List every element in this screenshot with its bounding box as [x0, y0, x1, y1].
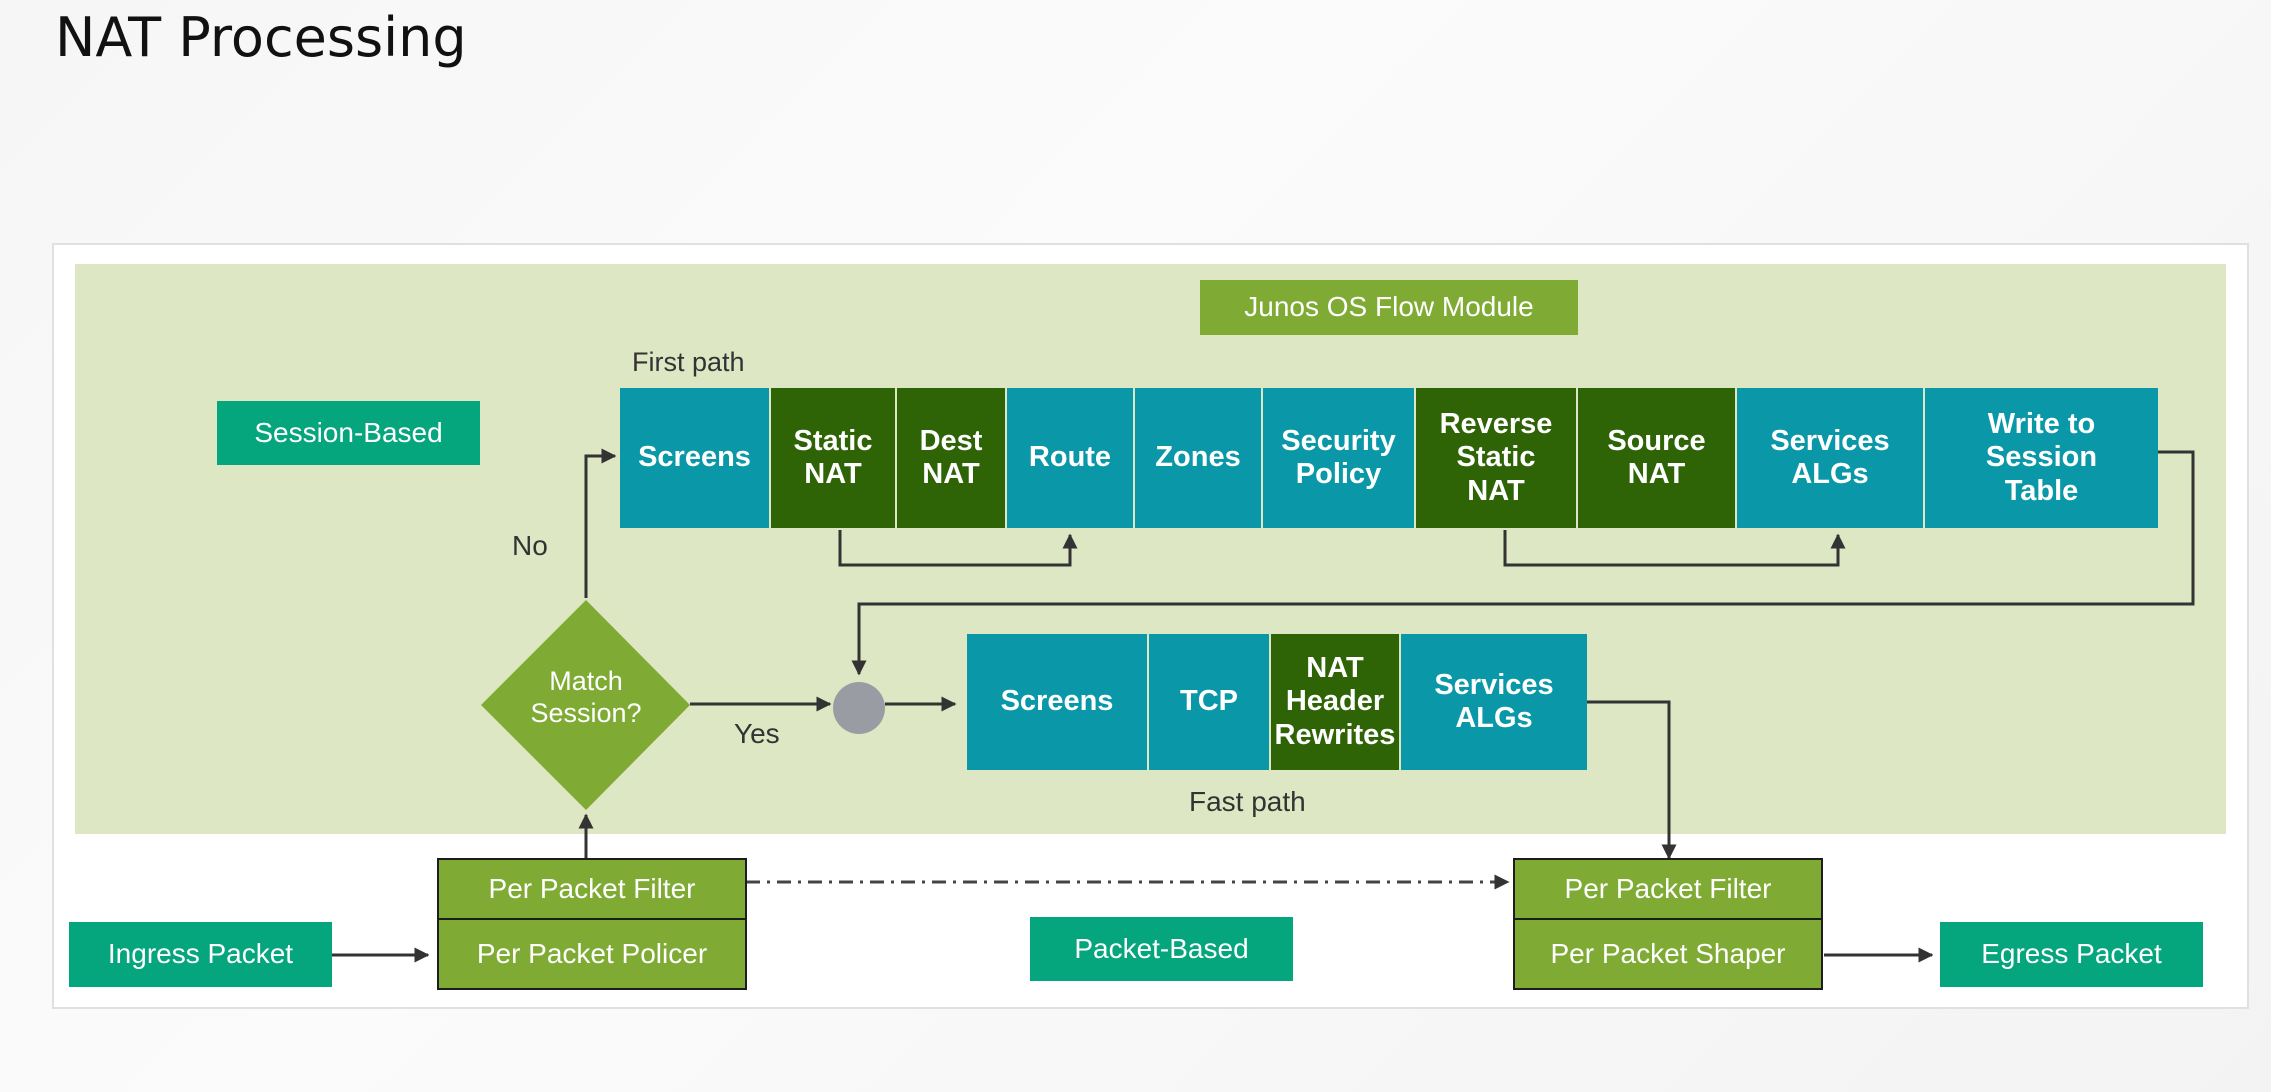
egress-packet: Egress Packet — [1940, 922, 2203, 987]
fp-security-policy: Security Policy — [1263, 388, 1414, 528]
fp-route: Route — [1007, 388, 1133, 528]
ingress-packet: Ingress Packet — [69, 922, 332, 987]
fp-write-session-table: Write to Session Table — [1925, 388, 2158, 528]
fp-static-nat: Static NAT — [771, 388, 895, 528]
fast-nat-header-rewrites: NAT Header Rewrites — [1271, 634, 1399, 770]
page-title: NAT Processing — [55, 6, 467, 69]
merge-node — [833, 682, 885, 734]
ingress-filter: Per Packet Filter — [437, 858, 747, 920]
match-session-diamond — [481, 600, 690, 810]
match-session-label: Match Session? — [530, 666, 642, 729]
session-based-label: Session-Based — [217, 401, 480, 465]
first-path-label: First path — [632, 347, 745, 377]
ingress-policer: Per Packet Policer — [437, 918, 747, 990]
fp-dest-nat: Dest NAT — [897, 388, 1005, 528]
packet-based-label: Packet-Based — [1030, 917, 1293, 981]
yes-label: Yes — [734, 718, 780, 749]
fp-zones: Zones — [1135, 388, 1261, 528]
fp-screens: Screens — [620, 388, 769, 528]
fast-screens: Screens — [967, 634, 1147, 770]
flow-module-label: Junos OS Flow Module — [1200, 280, 1578, 335]
fp-source-nat: Source NAT — [1578, 388, 1735, 528]
fast-tcp: TCP — [1149, 634, 1269, 770]
fp-services-algs: Services ALGs — [1737, 388, 1923, 528]
fast-path-label: Fast path — [1189, 786, 1306, 817]
egress-filter: Per Packet Filter — [1513, 858, 1823, 920]
egress-shaper: Per Packet Shaper — [1513, 918, 1823, 990]
no-label: No — [512, 530, 548, 561]
fp-reverse-static-nat: Reverse Static NAT — [1416, 388, 1576, 528]
fast-services-algs: Services ALGs — [1401, 634, 1587, 770]
